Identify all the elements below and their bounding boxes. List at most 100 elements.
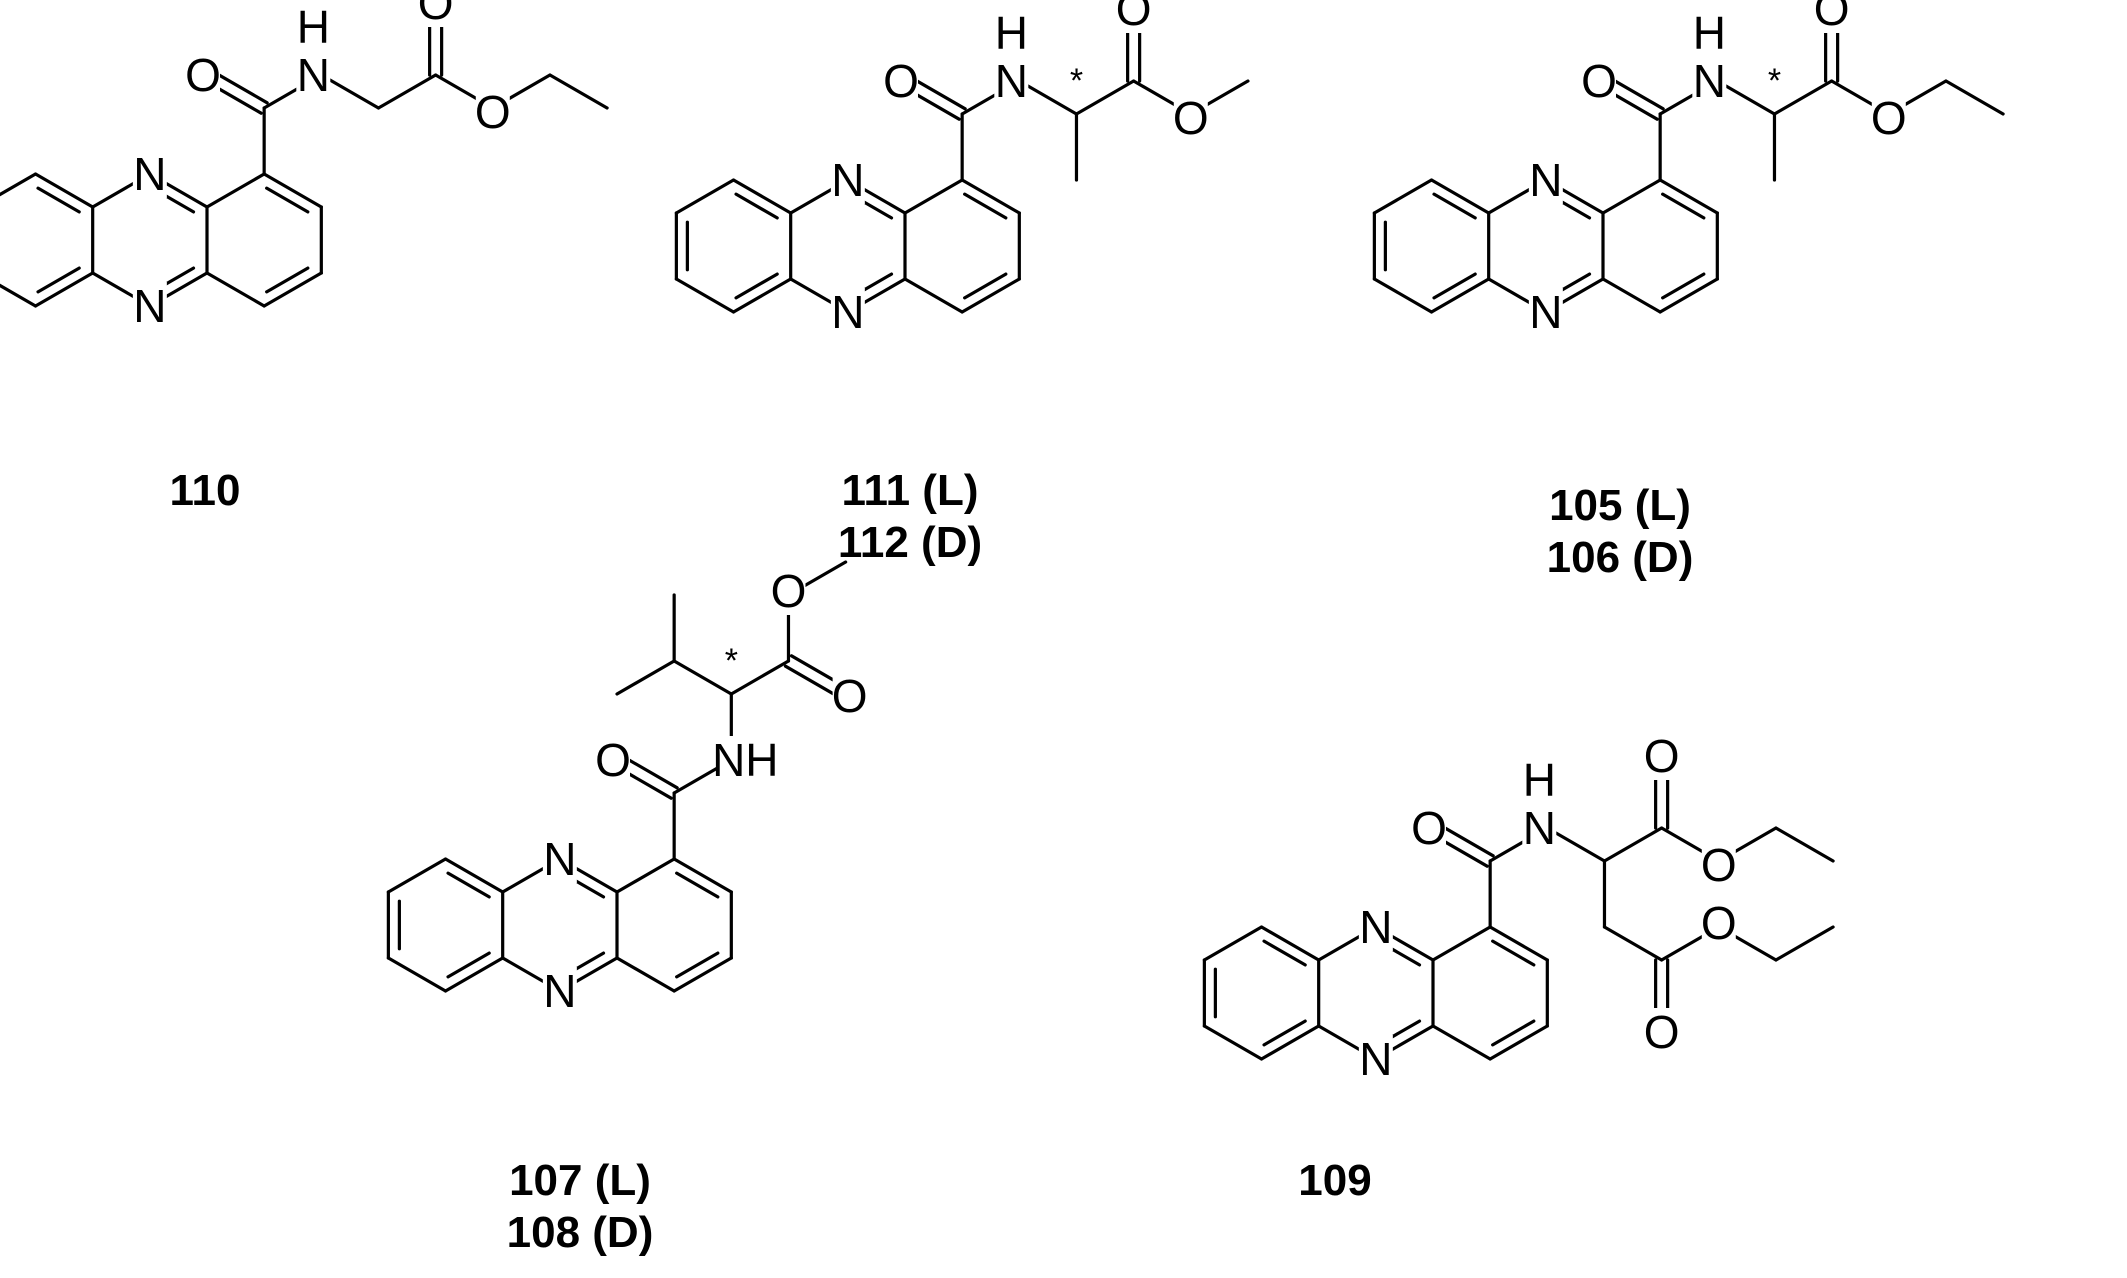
compound-label: 110 xyxy=(170,466,241,515)
amide-hydrogen: H xyxy=(1522,754,1557,806)
side-ester-oxygen-symbol: O xyxy=(1701,897,1737,949)
bond xyxy=(1774,925,1835,962)
stereocenter-asterisk: * xyxy=(725,642,738,680)
amide-nitrogen: N xyxy=(296,49,331,101)
ring-bond xyxy=(33,271,95,308)
amide-oxygen: O xyxy=(1581,55,1617,107)
ring-nitrogen-5-symbol: N xyxy=(133,280,166,332)
ester-carbonyl-oxygen: O xyxy=(1814,0,1850,35)
ester-oxygen-backdrop xyxy=(1871,94,1906,142)
ring-nitrogen-5-symbol: N xyxy=(543,965,576,1017)
ring-bond xyxy=(262,271,323,308)
bond xyxy=(319,73,381,110)
ring-bond xyxy=(386,956,448,993)
ring-bond-inner xyxy=(446,951,491,979)
ring-nitrogen-5-backdrop xyxy=(830,288,865,336)
amide-nitrogen-symbol: NH xyxy=(712,734,778,786)
bond xyxy=(1602,826,1664,863)
ring-bond xyxy=(1431,925,1492,962)
ester-carbonyl-oxygen-symbol: O xyxy=(832,670,868,722)
ring-bond xyxy=(1601,277,1662,314)
ring-bond xyxy=(1488,925,1549,962)
ester-carbonyl-oxygen-backdrop xyxy=(418,0,453,27)
amide-oxygen-backdrop xyxy=(1582,57,1616,105)
amide-nitrogen-symbol: N xyxy=(1523,802,1556,854)
amide-nitrogen-backdrop xyxy=(296,51,331,99)
ring-bond-inner xyxy=(1432,192,1477,220)
amide-hydrogen: H xyxy=(296,1,331,53)
ring-nitrogen-10-symbol: N xyxy=(543,833,576,885)
ring-bond xyxy=(960,178,1021,215)
bond xyxy=(729,659,791,696)
amide-hydrogen: H xyxy=(1692,7,1727,59)
ester-oxygen-backdrop xyxy=(1701,841,1736,889)
bond xyxy=(1602,925,1664,962)
ring-bond xyxy=(731,277,793,314)
ring-nitrogen-5: N xyxy=(830,286,865,338)
ring-nitrogen-10: N xyxy=(542,833,577,885)
ring-bond xyxy=(205,271,266,308)
side-ester-carbonyl-oxygen-backdrop xyxy=(1644,1008,1679,1056)
ester-oxygen-symbol: O xyxy=(1173,92,1209,144)
ring-bond-inner xyxy=(734,272,779,300)
amide-hydrogen-symbol: H xyxy=(1693,7,1726,59)
amide-oxygen: O xyxy=(883,55,919,107)
ring-bond xyxy=(33,172,95,209)
ring-bond xyxy=(1658,277,1719,314)
ester-carbonyl-oxygen-symbol: O xyxy=(418,0,454,29)
ring-bond-inner xyxy=(1262,1019,1307,1047)
ring-bond xyxy=(443,956,505,993)
ring-bond xyxy=(0,283,38,308)
ester-oxygen-backdrop xyxy=(475,88,510,136)
bond xyxy=(672,659,733,696)
amide-oxygen-symbol: O xyxy=(185,49,221,101)
amide-nitrogen: N xyxy=(994,55,1029,107)
ester-carbonyl-oxygen-backdrop xyxy=(832,672,867,720)
amide-hydrogen-backdrop xyxy=(994,9,1029,57)
side-ester-carbonyl-oxygen-symbol: O xyxy=(1644,1006,1680,1058)
side-ester-carbonyl-oxygen: O xyxy=(1644,1006,1680,1058)
ring-nitrogen-10-symbol: N xyxy=(1359,901,1392,953)
ring-bond xyxy=(672,956,733,993)
ring-nitrogen-5-backdrop xyxy=(1358,1035,1393,1083)
ester-oxygen: O xyxy=(1701,839,1737,891)
ester-carbonyl-oxygen: O xyxy=(1116,0,1152,35)
ester-oxygen: O xyxy=(475,86,511,138)
amide-nitrogen-symbol: N xyxy=(297,49,330,101)
bond xyxy=(1944,79,2005,116)
bond xyxy=(1017,79,1079,116)
ring-nitrogen-5: N xyxy=(542,965,577,1017)
ring-bond-inner xyxy=(1432,272,1477,300)
compound-label: 109 xyxy=(1298,1156,1371,1205)
ring-nitrogen-10: N xyxy=(132,148,167,200)
bond xyxy=(615,659,676,696)
ring-nitrogen-10-backdrop xyxy=(1358,903,1393,951)
ring-bond xyxy=(1372,178,1434,215)
compound-label: 112 (D) xyxy=(838,518,982,567)
ring-bond-inner xyxy=(1661,192,1706,220)
ring-nitrogen-10-backdrop xyxy=(830,156,865,204)
ester-carbonyl-oxygen-backdrop xyxy=(1814,0,1849,33)
amide-oxygen: O xyxy=(1411,802,1447,854)
ring-nitrogen-10-symbol: N xyxy=(1529,154,1562,206)
compound-label: 108 (D) xyxy=(507,1208,654,1257)
amide-hydrogen-symbol: H xyxy=(995,7,1028,59)
ring-bond xyxy=(1488,1024,1549,1061)
amide-oxygen-symbol: O xyxy=(595,734,631,786)
ring-bond-inner xyxy=(265,266,310,294)
side-ester-oxygen-backdrop xyxy=(1701,899,1736,947)
ring-nitrogen-10-symbol: N xyxy=(831,154,864,206)
amide-nitrogen-symbol: N xyxy=(995,55,1028,107)
amide-oxygen-symbol: O xyxy=(1581,55,1617,107)
amide-nitrogen-backdrop xyxy=(1522,804,1557,852)
compound-label: 107 (L) xyxy=(509,1156,651,1205)
amide-hydrogen-backdrop xyxy=(1692,9,1727,57)
ester-carbonyl-oxygen: O xyxy=(418,0,454,29)
ring-nitrogen-10: N xyxy=(1358,901,1393,953)
ring-bond-inner xyxy=(1491,939,1536,967)
bond xyxy=(1715,79,1777,116)
compound-label: 106 (D) xyxy=(1547,533,1694,582)
